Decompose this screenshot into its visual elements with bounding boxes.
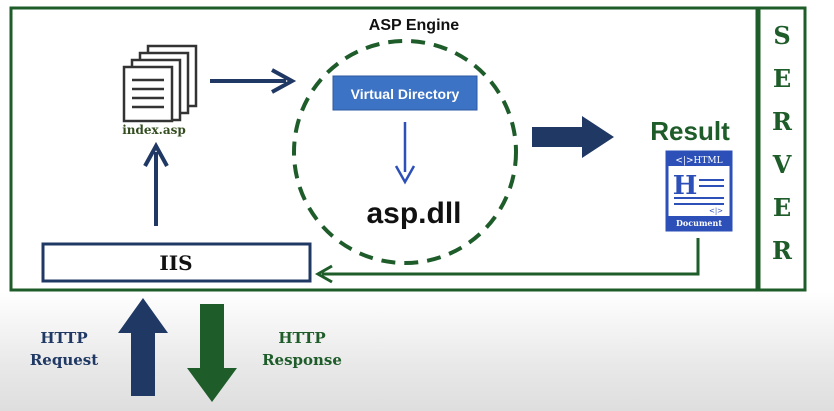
asp-engine-label: ASP Engine <box>369 17 459 34</box>
server-letter: E <box>773 64 791 93</box>
html-document-icon: <|>HTML H <|> Document <box>665 150 733 232</box>
server-label-frame <box>757 6 807 292</box>
result-to-iis-arrowhead <box>314 264 333 284</box>
server-letter: R <box>772 107 793 136</box>
vd-to-dll-arrowhead <box>394 165 416 185</box>
iis-to-file-arrowhead <box>143 141 169 167</box>
document-stack-icon <box>122 44 198 123</box>
file-to-engine-arrowhead <box>271 68 297 94</box>
server-letter: V <box>772 150 792 179</box>
html-corner-tag: <|> <box>709 207 723 215</box>
server-letter: R <box>772 236 793 265</box>
result-label: Result <box>650 116 730 146</box>
index-asp-label: index.asp <box>122 123 186 137</box>
html-h-letter: H <box>673 171 698 201</box>
iis-label: IIS <box>159 251 192 275</box>
server-letter: E <box>773 193 791 222</box>
asp-engine-circle <box>292 39 518 265</box>
result-to-iis-arrow <box>322 238 700 276</box>
http-response-label-line2: Response <box>262 351 342 369</box>
html-tag-text: <|>HTML <box>675 156 722 166</box>
virtual-directory-box <box>332 75 478 111</box>
http-request-label-line2: Request <box>30 351 98 369</box>
engine-to-result-arrow <box>532 116 614 158</box>
http-response-label-line1: HTTP <box>278 329 325 347</box>
asp-dll-label: asp.dll <box>366 197 461 230</box>
http-response-arrow <box>187 304 237 402</box>
virtual-directory-label: Virtual Directory <box>351 86 460 102</box>
server-letter: S <box>773 21 790 50</box>
server-frame <box>9 6 759 292</box>
iis-box <box>41 242 312 283</box>
http-request-arrow <box>118 298 168 396</box>
html-document-caption: Document <box>676 218 722 228</box>
http-request-label-line1: HTTP <box>40 329 87 347</box>
